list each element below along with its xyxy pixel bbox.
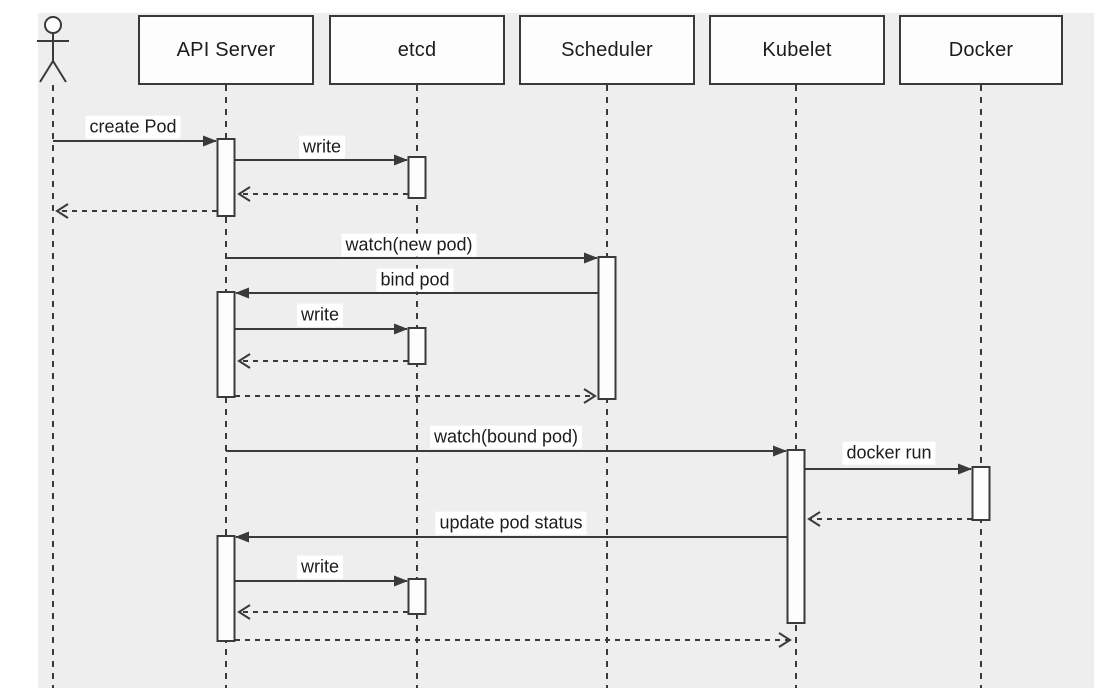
- participant-kubelet-label: Kubelet: [762, 38, 832, 61]
- message-label-update-pod-status: update pod status: [435, 511, 587, 535]
- message-label-write-1: write: [298, 135, 346, 159]
- participant-scheduler: Scheduler: [519, 15, 695, 85]
- activation-kubelet: [786, 449, 806, 624]
- activation-api-server-1: [216, 138, 236, 217]
- participant-kubelet: Kubelet: [709, 15, 885, 85]
- activation-docker: [971, 466, 991, 521]
- activation-etcd-1: [407, 156, 427, 199]
- participant-scheduler-label: Scheduler: [561, 38, 653, 61]
- message-label-write-2: write: [296, 303, 344, 327]
- message-label-watch-new-pod: watch(new pod): [341, 233, 477, 257]
- message-label-write-3: write: [296, 555, 344, 579]
- actor-leg-left: [39, 60, 54, 83]
- participant-etcd-label: etcd: [397, 38, 437, 61]
- message-label-bind-pod: bind pod: [376, 268, 454, 292]
- message-label-watch-bound-pod: watch(bound pod): [429, 425, 583, 449]
- activation-api-server-2: [216, 291, 236, 398]
- participant-api-server: API Server: [138, 15, 314, 85]
- message-label-docker-run: docker run: [842, 441, 936, 465]
- actor-leg-right: [52, 60, 67, 83]
- activation-etcd-2: [407, 327, 427, 365]
- activation-scheduler: [597, 256, 617, 400]
- participant-docker-label: Docker: [948, 38, 1014, 61]
- participant-api-server-label: API Server: [176, 38, 276, 61]
- diagram-canvas: [38, 13, 1094, 688]
- participant-etcd: etcd: [329, 15, 505, 85]
- actor-figure: [37, 16, 69, 83]
- participant-docker: Docker: [899, 15, 1063, 85]
- activation-etcd-3: [407, 578, 427, 615]
- activation-api-server-3: [216, 535, 236, 642]
- message-label-create-pod: create Pod: [85, 115, 181, 139]
- actor-head: [44, 16, 62, 34]
